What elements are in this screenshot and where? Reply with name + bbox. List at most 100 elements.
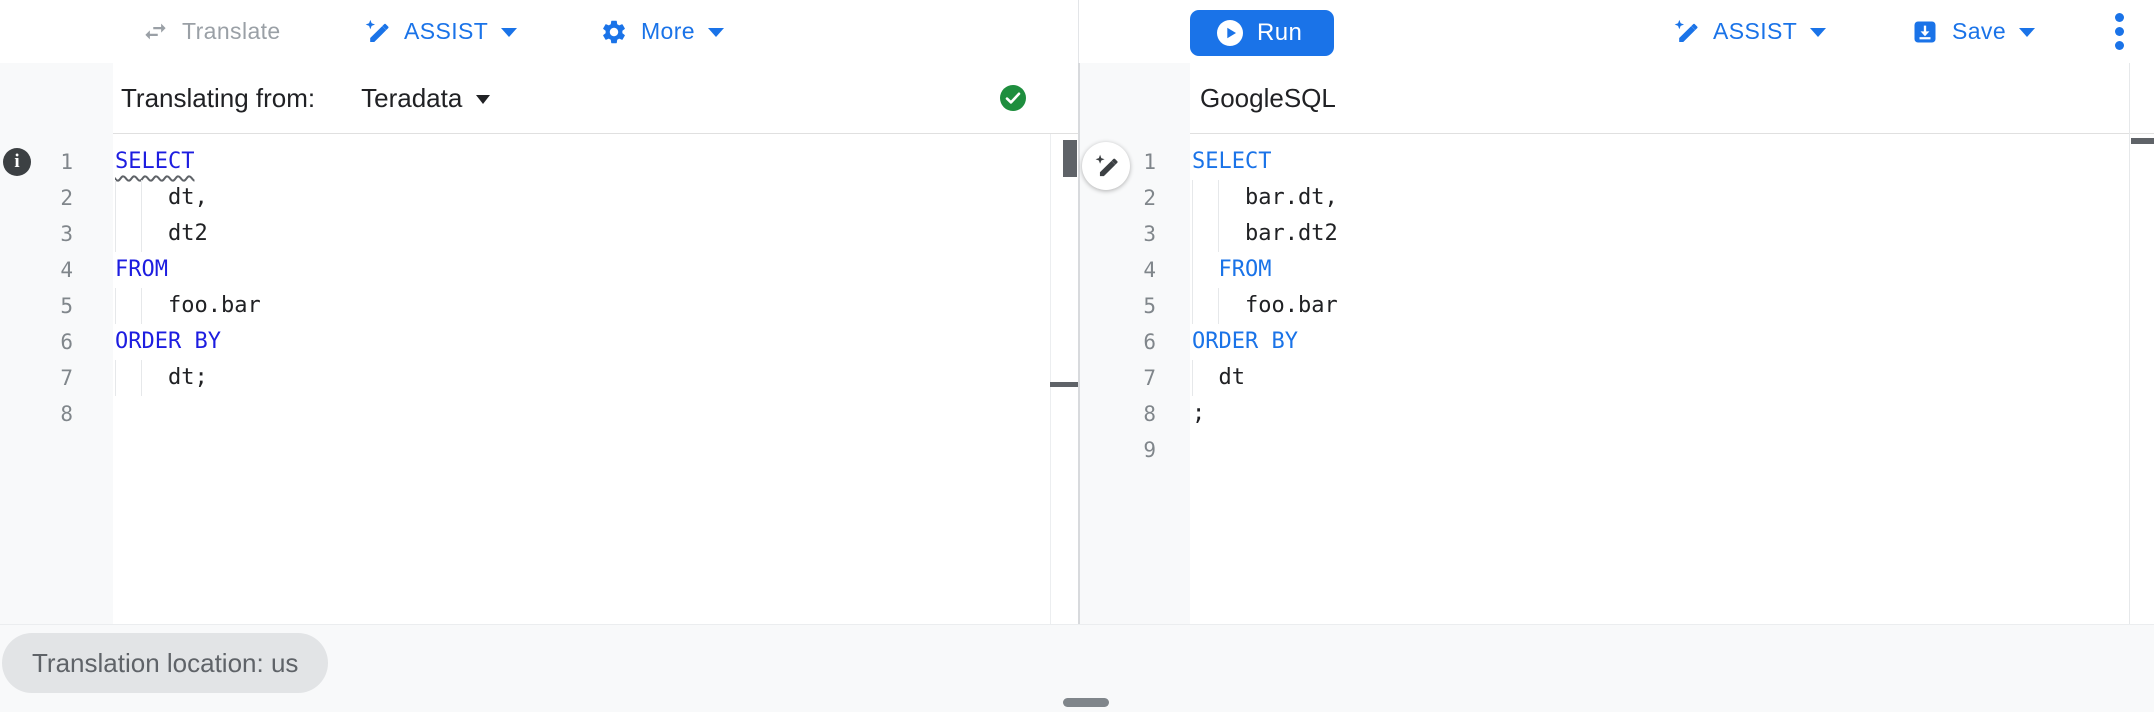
line-number: 1 (1143, 150, 1156, 174)
indent-guide (1192, 180, 1193, 216)
code-line: dt, (113, 180, 1050, 216)
sql-text: foo.bar (1192, 293, 1338, 318)
translate-button[interactable]: Translate (142, 0, 281, 63)
indent-guide (1192, 360, 1193, 396)
sql-text: ; (1192, 401, 1206, 426)
line-number: 4 (1143, 258, 1156, 282)
gear-icon (600, 18, 628, 46)
code-line: dt2 (113, 216, 1050, 252)
translating-from-label: Translating from: (121, 82, 316, 113)
chevron-down-icon (2019, 28, 2036, 37)
line-number: 5 (60, 294, 73, 318)
more-label: More (641, 18, 696, 44)
chevron-down-icon (708, 28, 725, 37)
code-line: SELECT (1190, 144, 2129, 180)
source-horizontal-scrollbar-thumb[interactable] (1050, 382, 1078, 387)
code-line: foo.bar (113, 288, 1050, 324)
code-line: dt; (113, 360, 1050, 396)
sql-text: dt (1192, 365, 1245, 390)
code-line: ; (1190, 396, 2129, 432)
indent-guide (115, 288, 116, 324)
sql-text: bar.dt2 (1192, 221, 1338, 246)
code-line: foo.bar (1190, 288, 2129, 324)
source-vertical-scrollbar-thumb[interactable] (1063, 140, 1077, 177)
more-dropdown[interactable]: More (600, 0, 725, 63)
line-number: 8 (60, 402, 73, 426)
inline-assist-button[interactable] (1082, 142, 1130, 190)
indent-guide (141, 288, 143, 324)
overflow-menu-button[interactable] (2106, 0, 2132, 63)
panel-divider[interactable] (1078, 63, 1080, 624)
magic-pen-icon (363, 18, 391, 46)
sql-text: dt, (115, 185, 208, 210)
line-number: 1 (60, 150, 73, 174)
source-dialect-dropdown[interactable]: Teradata (361, 82, 491, 114)
magic-pen-icon (1095, 154, 1118, 176)
line-number: 2 (60, 186, 73, 210)
line-number: 8 (1143, 402, 1156, 426)
line-number: 6 (1143, 330, 1156, 354)
sql-text: dt2 (115, 221, 208, 246)
line-number: 4 (60, 258, 73, 282)
swap-arrows-icon (142, 18, 169, 45)
chevron-down-icon (1810, 28, 1827, 37)
code-line: FROM (113, 252, 1050, 288)
code-line (1190, 432, 2129, 468)
code-line: dt (1190, 360, 2129, 396)
check-circle-icon (1000, 85, 1026, 111)
assist-label: ASSIST (404, 18, 489, 44)
code-line: ORDER BY (1190, 324, 2129, 360)
line-number: 5 (1143, 294, 1156, 318)
translation-location-chip: Translation location: us (2, 633, 329, 693)
code-line: FROM (1190, 252, 2129, 288)
chevron-down-icon (501, 28, 518, 37)
line-number: 9 (1143, 438, 1156, 462)
assist-dropdown-left[interactable]: ASSIST (363, 0, 518, 63)
line-number: 3 (1143, 222, 1156, 246)
line-number: 6 (60, 330, 73, 354)
indent-guide (141, 216, 143, 252)
save-icon (1911, 18, 1939, 46)
code-line: bar.dt2 (1190, 216, 2129, 252)
sql-text: foo.bar (115, 293, 261, 318)
sql-keyword: FROM (115, 257, 168, 282)
magic-pen-icon (1672, 18, 1700, 46)
sql-keyword: ORDER BY (1192, 329, 1298, 354)
resize-drag-handle[interactable] (1063, 698, 1109, 707)
validation-status-badge (1000, 85, 1026, 111)
assist-dropdown-right[interactable]: ASSIST (1672, 0, 1827, 63)
code-line: SELECT (113, 144, 1050, 180)
code-line: ORDER BY (113, 324, 1050, 360)
source-panel-header: Translating from: Teradata (113, 63, 1078, 134)
chevron-down-icon (476, 94, 491, 104)
target-scrollbar-track-border (2129, 63, 2130, 624)
indent-guide (115, 180, 116, 216)
indent-guide (1192, 288, 1193, 324)
sql-text: bar.dt, (1192, 185, 1338, 210)
line-number: 7 (1143, 366, 1156, 390)
target-scrollbar-marker[interactable] (2131, 138, 2154, 144)
source-scrollbar-track-border (1050, 134, 1051, 624)
line-number: 3 (60, 222, 73, 246)
code-line: bar.dt, (1190, 180, 2129, 216)
indent-guide (141, 360, 143, 396)
indent-guide (141, 180, 143, 216)
run-button[interactable]: Run (1190, 10, 1334, 56)
info-icon[interactable]: i (3, 148, 31, 176)
save-dropdown[interactable]: Save (1911, 0, 2036, 63)
toolbar-divider (1078, 0, 1079, 63)
toolbar: Translate ASSIST More Run (0, 0, 2154, 64)
indent-guide (115, 216, 116, 252)
code-line (113, 396, 1050, 432)
indent-guide (1192, 216, 1193, 252)
dialect-value: Teradata (361, 82, 463, 113)
save-label: Save (1952, 18, 2007, 44)
play-circle-icon (1216, 19, 1244, 47)
indent-guide (115, 360, 116, 396)
run-label: Run (1257, 19, 1303, 46)
indent-guide (1218, 180, 1220, 216)
target-panel-header: GoogleSQL (1190, 63, 2154, 134)
